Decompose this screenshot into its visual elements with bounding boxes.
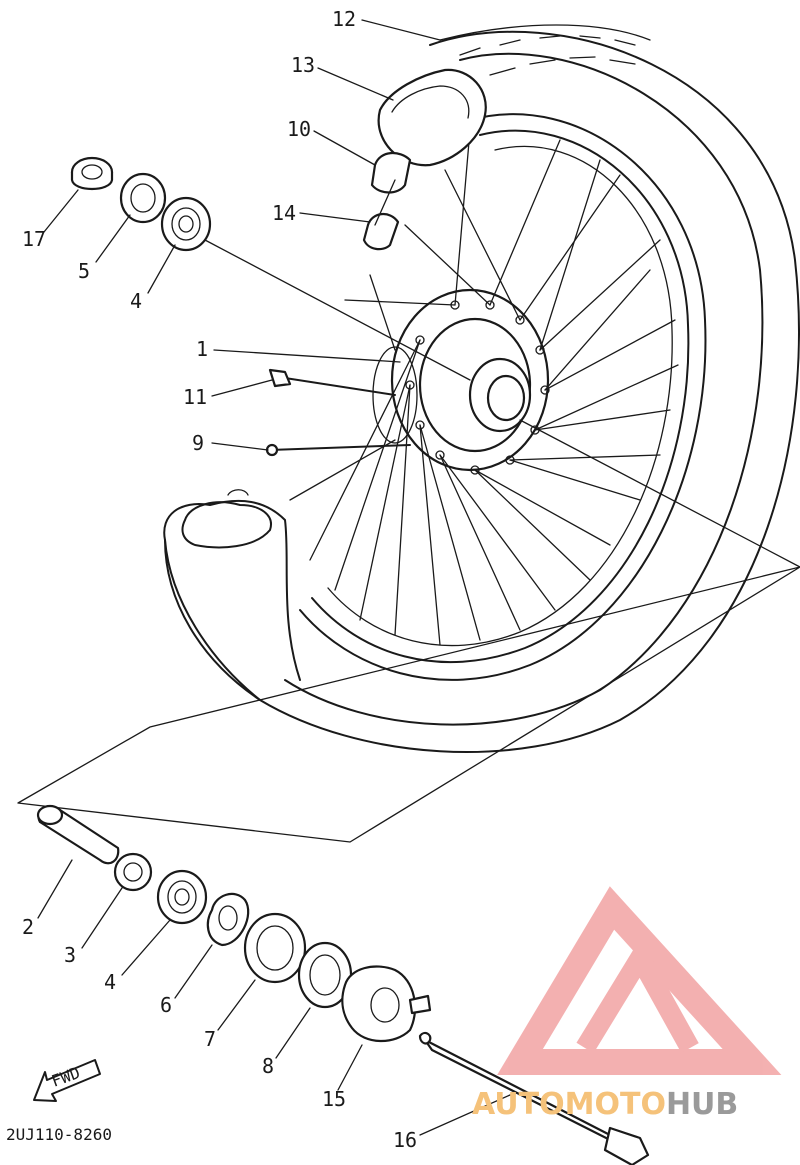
left-hub-parts (70, 156, 471, 381)
watermark-brand: AUTOMOTOHUB (472, 1087, 738, 1122)
watermark-brand-hub: HUB (666, 1087, 738, 1122)
label-8: 8 (262, 1054, 274, 1078)
fwd-label: FWD (49, 1063, 83, 1091)
label-6: 6 (160, 993, 172, 1017)
watermark-brand-main: AUTOMOTO (472, 1087, 666, 1122)
logo-triangle-icon (497, 886, 782, 1075)
label-16: 16 (393, 1128, 417, 1152)
label-7: 7 (204, 1027, 216, 1051)
label-3: 3 (64, 943, 76, 967)
forward-arrow-icon: FWD (33, 1059, 101, 1102)
wheel-assembly (163, 24, 800, 753)
label-11: 11 (183, 385, 207, 409)
drawing-code: 2UJ110-8260 (6, 1125, 112, 1144)
axle-parts (36, 804, 650, 1165)
label-5: 5 (78, 259, 90, 283)
automotohub-logo (497, 886, 782, 1075)
label-17: 17 (22, 227, 46, 251)
label-15: 15 (322, 1087, 346, 1111)
logo-mark-icon (576, 938, 699, 1054)
label-4-bottom: 4 (104, 970, 116, 994)
label-9: 9 (192, 431, 204, 455)
label-12: 12 (332, 7, 356, 31)
part-number-labels: 12 13 10 14 17 5 4 1 11 9 2 3 4 6 7 8 15… (22, 7, 417, 1152)
leader-lines (37, 19, 511, 1136)
label-14: 14 (272, 201, 296, 225)
label-2: 2 (22, 915, 34, 939)
label-1: 1 (196, 337, 208, 361)
label-10: 10 (287, 117, 311, 141)
label-4-top: 4 (130, 289, 142, 313)
label-13: 13 (291, 53, 315, 77)
